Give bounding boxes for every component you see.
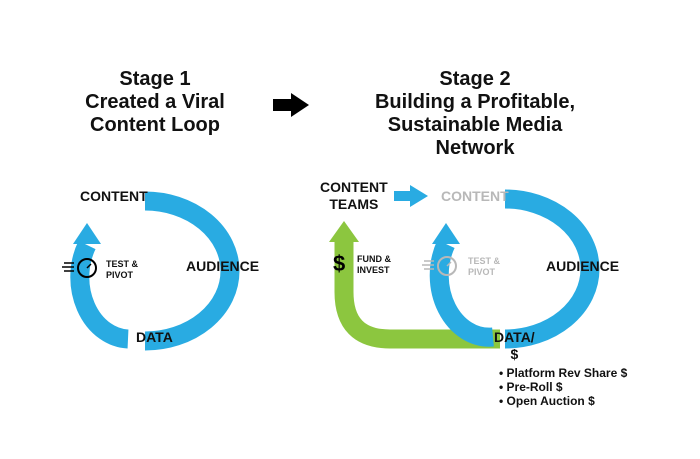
stage2-loop-arc-right bbox=[504, 189, 600, 349]
stage2-title: Stage 2 Building a Profitable, Sustainab… bbox=[335, 68, 615, 160]
revenue-list: • Platform Rev Share $ • Pre-Roll $ • Op… bbox=[499, 366, 627, 408]
stage1-test-line2: PIVOT bbox=[106, 270, 134, 280]
stage1-audience-label: AUDIENCE bbox=[186, 258, 260, 274]
stage1-title: Stage 1 Created a Viral Content Loop bbox=[55, 68, 255, 137]
content-teams-label: CONTENT TEAMS bbox=[320, 179, 388, 213]
stage2-test-line2: PIVOT bbox=[468, 267, 496, 277]
stage1-loop-arrowhead bbox=[73, 223, 101, 244]
revenue-item: • Pre-Roll $ bbox=[499, 380, 563, 394]
stage1-title-line1: Stage 1 bbox=[119, 68, 191, 90]
stage2-audience-label: AUDIENCE bbox=[546, 258, 620, 274]
stage1-content-label: CONTENT bbox=[80, 188, 148, 204]
fund-line1: FUND & bbox=[357, 254, 391, 264]
revenue-item: • Open Auction $ bbox=[499, 394, 595, 408]
invest-loop-path bbox=[334, 240, 500, 349]
stage1-title-line3: Content Loop bbox=[90, 114, 220, 136]
stage1-test-pivot-label: TEST & PIVOT bbox=[106, 259, 138, 281]
stage2-title-line2: Building a Profitable, bbox=[374, 91, 575, 113]
stage1-data-label: DATA bbox=[136, 329, 173, 345]
stage2-test-line1: TEST & bbox=[468, 256, 501, 266]
stage2-title-line4: Network bbox=[435, 137, 515, 159]
stage2-data-line2: $ bbox=[510, 346, 519, 362]
stage1-title-line2: Created a Viral bbox=[85, 91, 225, 113]
content-teams-line1: CONTENT bbox=[320, 179, 388, 195]
stage1-test-line1: TEST & bbox=[106, 259, 139, 269]
revenue-item: • Platform Rev Share $ bbox=[499, 366, 628, 380]
content-teams-line2: TEAMS bbox=[329, 196, 379, 212]
stage2-data-line1: DATA/ bbox=[494, 329, 535, 345]
dollar-icon: $ bbox=[333, 251, 346, 276]
invest-loop-arrowhead bbox=[329, 221, 359, 242]
right-arrow-icon bbox=[273, 93, 309, 117]
fund-line2: INVEST bbox=[357, 265, 390, 275]
stage2-title-line3: Sustainable Media bbox=[387, 114, 563, 136]
stage2-data-label: DATA/ $ bbox=[494, 329, 535, 363]
fund-invest-label: FUND & INVEST bbox=[357, 254, 391, 276]
stage2-title-line1: Stage 2 bbox=[439, 68, 511, 90]
stage2-content-label: CONTENT bbox=[441, 188, 509, 204]
stopwatch-icon bbox=[62, 258, 97, 278]
stage2-loop-arrowhead bbox=[432, 223, 460, 244]
teams-right-arrow-icon bbox=[394, 185, 428, 207]
stage2-test-pivot-label: TEST & PIVOT bbox=[468, 256, 500, 278]
stage1-loop-arc-right bbox=[144, 191, 240, 351]
invest-loop bbox=[329, 221, 500, 349]
faded-stopwatch-icon bbox=[422, 256, 457, 276]
